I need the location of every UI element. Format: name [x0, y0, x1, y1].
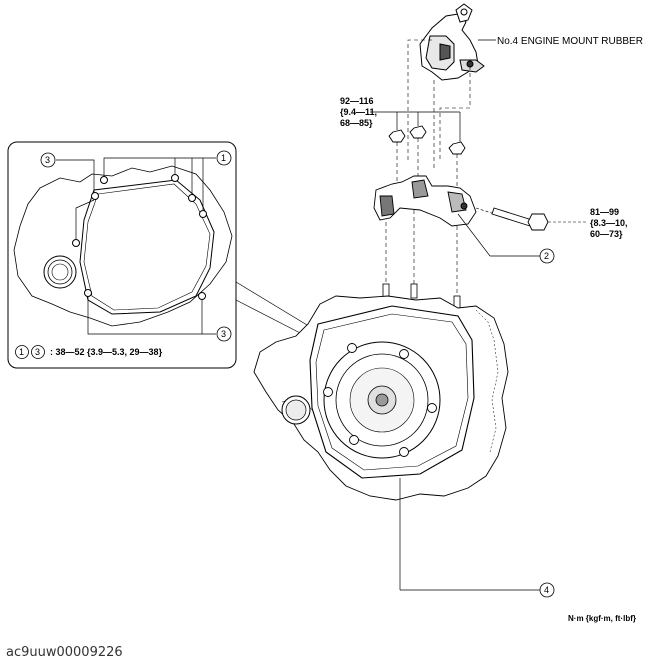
- bolt-torque-line2: {8.3—10,: [590, 218, 628, 228]
- through-bolt: [475, 207, 549, 231]
- svg-text:3: 3: [221, 329, 226, 339]
- inset-detail: 1 3 3 1 3 : 38—52 {3.9—5.3, 29—38}: [7, 141, 237, 369]
- svg-text:3: 3: [45, 155, 50, 165]
- svg-text:2: 2: [544, 251, 549, 261]
- nut-torque-line2: {9.4—11,: [340, 107, 377, 117]
- inset-torque-note: 1 3 : 38—52 {3.9—5.3, 29—38}: [15, 345, 163, 359]
- unit-note: N·m {kgf·m, ft·lbf}: [568, 614, 636, 623]
- figure-code: ac9uuw00009226: [6, 645, 123, 660]
- svg-text:1: 1: [221, 153, 226, 163]
- engine-mount-rubber: [419, 3, 485, 81]
- converter-bolts: [323, 343, 437, 457]
- torque-converter: [323, 341, 441, 459]
- mount-rubber-label: No.4 ENGINE MOUNT RUBBER: [497, 36, 643, 47]
- callout-2-leader: [457, 213, 491, 257]
- svg-text:4: 4: [544, 585, 549, 595]
- nut-group: [388, 125, 466, 155]
- housing-port: [281, 395, 311, 425]
- svg-text:1: 1: [19, 347, 24, 357]
- nut-torque-line3: 68—85}: [340, 118, 373, 128]
- nut-bracket-lines: [370, 111, 461, 142]
- callout-4: 4: [539, 582, 555, 598]
- bolt-torque-line1: 81—99: [590, 207, 619, 217]
- stud-dashed-drops: [385, 210, 458, 298]
- bolt-torque-line3: 60—73}: [590, 229, 623, 239]
- inset-callout-3-top: 3: [40, 152, 56, 168]
- inset-pointer: [235, 281, 313, 337]
- inset-callout-3-bottom: 3: [216, 326, 232, 342]
- nut-torque-line1: 92—116: [340, 96, 374, 106]
- callout-2: 2: [539, 248, 555, 264]
- svg-text:3: 3: [35, 347, 40, 357]
- svg-text:: 38—52 {3.9—5.3, 29—38}: : 38—52 {3.9—5.3, 29—38}: [50, 347, 163, 357]
- inset-bolts: [72, 174, 207, 300]
- inset-callout-1: 1: [216, 150, 232, 166]
- mount-dashed-guides: [407, 39, 471, 170]
- transaxle-mount-bracket: [373, 175, 477, 227]
